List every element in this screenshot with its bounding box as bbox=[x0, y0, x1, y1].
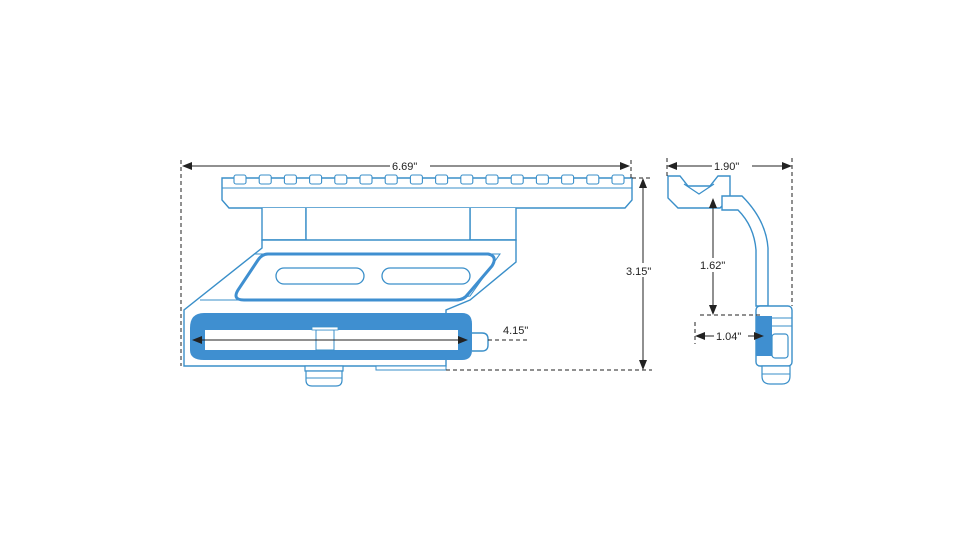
side-width-label: 1.90" bbox=[714, 161, 739, 173]
rail-tooth bbox=[258, 174, 272, 185]
side-height-label: 1.62" bbox=[700, 260, 725, 272]
slot-right bbox=[381, 267, 471, 285]
rail-tooth bbox=[435, 174, 449, 185]
side-view bbox=[667, 175, 793, 385]
side-clamp bbox=[755, 305, 793, 385]
slot-left bbox=[275, 267, 365, 285]
thumb-screw bbox=[304, 365, 447, 387]
rail-tooth bbox=[409, 174, 423, 185]
clamp-slot bbox=[190, 313, 472, 360]
slot-length-label: 4.15" bbox=[503, 325, 528, 337]
side-dimensions: 1.90" 1.62" 1.04" bbox=[666, 158, 793, 344]
picatinny-rail bbox=[221, 174, 633, 209]
rail-tooth bbox=[535, 174, 549, 185]
front-view bbox=[183, 174, 633, 387]
front-dimensions: 6.69" 3.15" 4.15" bbox=[180, 158, 662, 371]
overall-height-label: 3.15" bbox=[626, 266, 651, 278]
side-offset-label: 1.04" bbox=[716, 331, 741, 343]
rail-tooth bbox=[334, 174, 348, 185]
rail-tooth bbox=[233, 174, 247, 185]
rail-teeth bbox=[233, 174, 625, 185]
rail-tooth bbox=[283, 174, 297, 185]
rail-tooth bbox=[561, 174, 575, 185]
side-arm bbox=[721, 195, 769, 307]
rail-tooth bbox=[384, 174, 398, 185]
rail-tooth bbox=[586, 174, 600, 185]
side-rail-v bbox=[683, 183, 715, 195]
rail-tooth bbox=[510, 174, 524, 185]
lever-tab bbox=[472, 332, 489, 352]
rail-tooth bbox=[460, 174, 474, 185]
rail-length-label: 6.69" bbox=[392, 161, 417, 173]
rail-tooth bbox=[359, 174, 373, 185]
rail-tooth bbox=[485, 174, 499, 185]
lightening-window bbox=[234, 252, 496, 302]
rail-tooth bbox=[309, 174, 323, 185]
rail-tooth bbox=[611, 174, 625, 185]
side-rail-top bbox=[667, 175, 731, 209]
